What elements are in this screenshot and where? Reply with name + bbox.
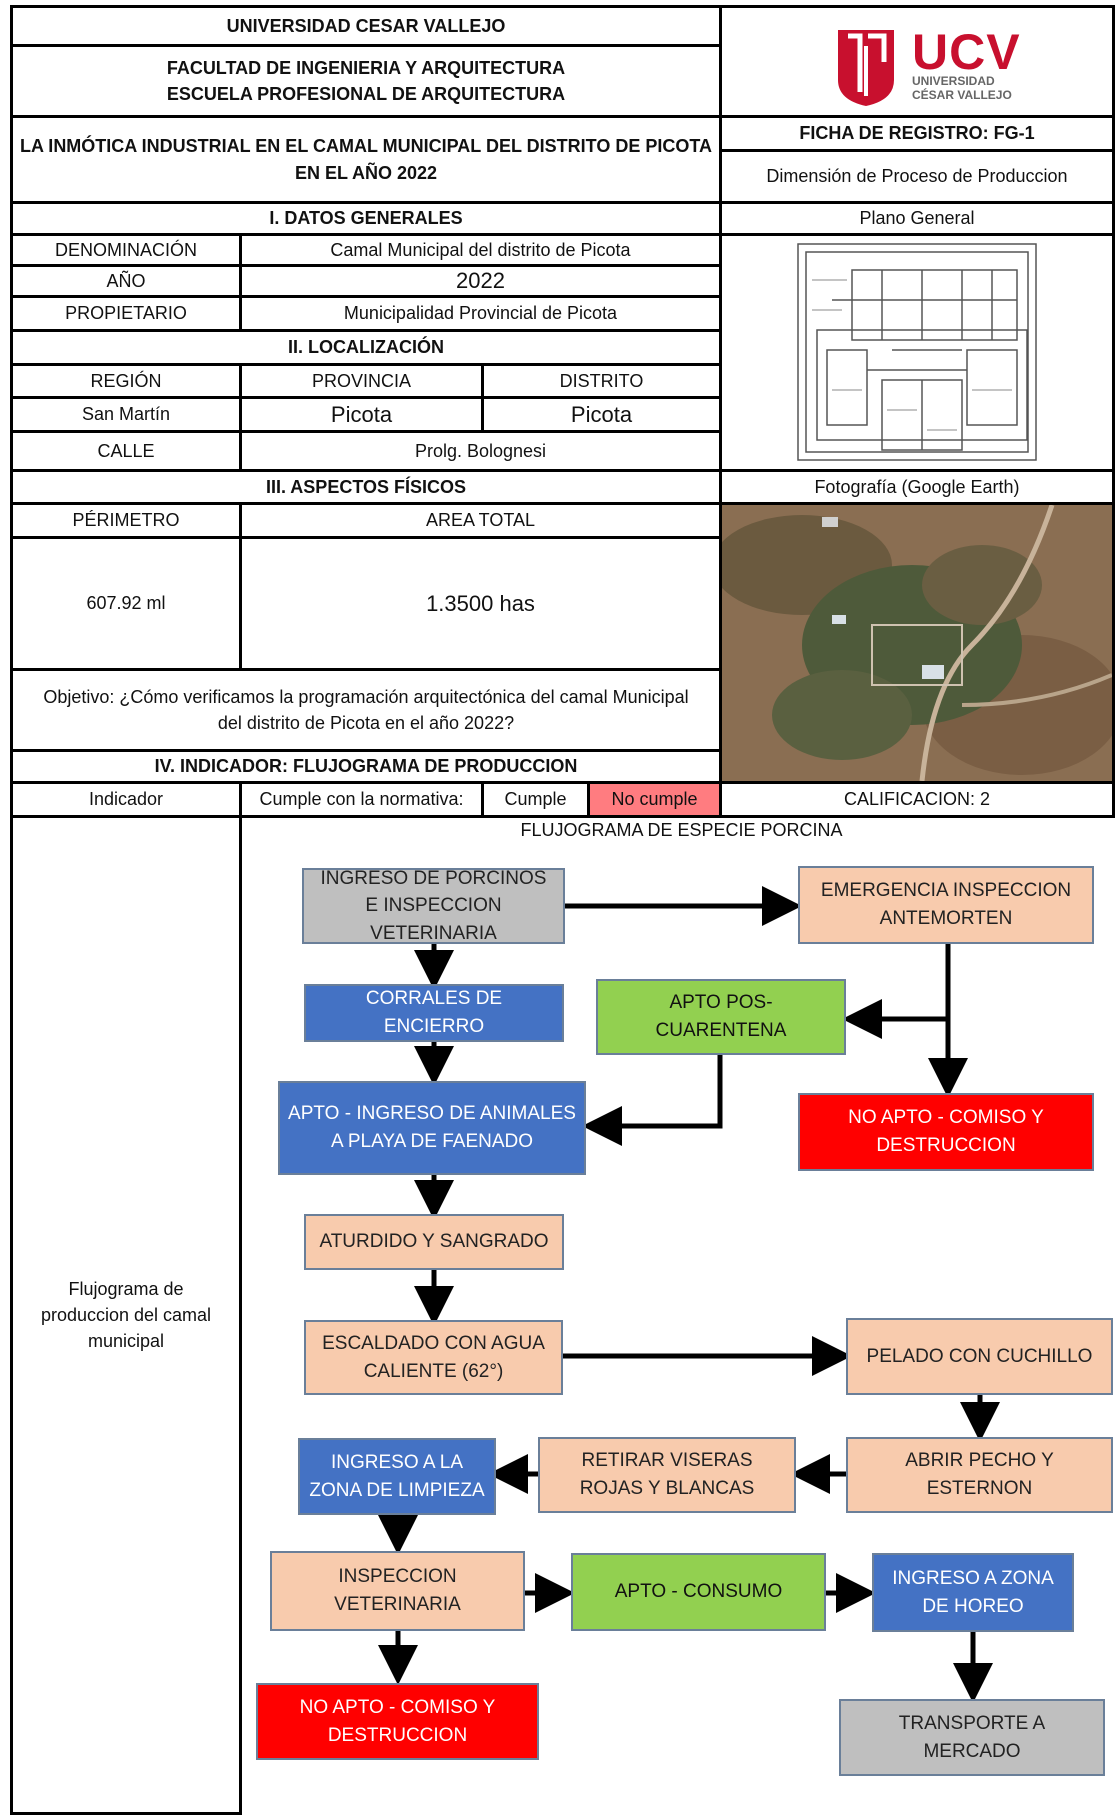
flow-escaldado: ESCALDADO CON AGUA CALIENTE (62°) — [304, 1320, 563, 1395]
flow-aturdido: ATURDIDO Y SANGRADO — [304, 1214, 564, 1270]
faculty-name: FACULTAD DE INGENIERIA Y ARQUITECTURA — [166, 57, 566, 78]
flow-apto-pos-cuarentena: APTO POS-CUARENTENA — [596, 979, 846, 1055]
flow-inspeccion-veterinaria: INSPECCION VETERINARIA — [270, 1551, 525, 1631]
flow-no-apto-2: NO APTO - COMISO Y DESTRUCCION — [256, 1683, 539, 1760]
floor-plan-image — [797, 243, 1037, 461]
indicator-label: Indicador — [10, 781, 242, 818]
flow-transporte: TRANSPORTE A MERCADO — [839, 1699, 1105, 1776]
form-code: FICHA DE REGISTRO: FG-1 — [719, 115, 1115, 152]
logo-sub2: CÉSAR VALLEJO — [912, 88, 1012, 102]
flow-retirar-viseras: RETIRAR VISERAS ROJAS Y BLANCAS — [538, 1437, 796, 1513]
university-name: UNIVERSIDAD CESAR VALLEJO — [10, 5, 722, 47]
flow-emergencia: EMERGENCIA INSPECCION ANTEMORTEN — [798, 866, 1094, 944]
flow-no-apto-1: NO APTO - COMISO Y DESTRUCCION — [798, 1093, 1094, 1171]
flow-abrir-pecho: ABRIR PECHO Y ESTERNON — [846, 1437, 1113, 1513]
photo-cell — [719, 502, 1115, 784]
flow-ingreso-limpieza: INGRESO A LA ZONA DE LIMPIEZA — [298, 1438, 496, 1515]
arrow-apto-pos-ingreso — [582, 1055, 723, 1146]
arrow-emergencia-apto-pos — [842, 944, 951, 1039]
flow-corrales: CORRALES DE ENCIERRO — [304, 984, 564, 1042]
indicator-left-cell: Flujograma de produccion del camal munic… — [10, 815, 242, 1815]
school-name: ESCUELA PROFESIONAL DE ARQUITECTURA — [166, 84, 566, 104]
thesis-title: LA INMÓTICA INDUSTRIAL EN EL CAMAL MUNIC… — [10, 115, 722, 204]
flow-ingreso-porcinos: INGRESO DE PORCINOS E INSPECCION VETERIN… — [302, 868, 565, 944]
perimetro-value: 607.92 ml — [10, 536, 242, 671]
ucv-logo — [838, 30, 894, 106]
dimension: Dimensión de Proceso de Produccion — [719, 149, 1115, 204]
calle-value: Prolg. Bolognesi — [239, 430, 722, 472]
satellite-photo — [722, 505, 1112, 781]
denominacion-label: DENOMINACIÓN — [10, 233, 242, 267]
section-indicator: IV. INDICADOR: FLUJOGRAMA DE PRODUCCION — [10, 749, 722, 784]
flow-apto-ingreso: APTO - INGRESO DE ANIMALES A PLAYA DE FA… — [278, 1081, 586, 1175]
logo-sub1: UNIVERSIDAD — [912, 74, 995, 88]
flow-title: FLUJOGRAMA DE ESPECIE PORCINA — [520, 820, 843, 840]
provincia-label: PROVINCIA — [239, 363, 484, 399]
objective: Objetivo: ¿Cómo verificamos la programac… — [10, 668, 722, 752]
logo-text: UCV — [912, 24, 1021, 80]
region-label: REGIÓN — [10, 363, 242, 399]
flow-pelado: PELADO CON CUCHILLO — [846, 1318, 1113, 1395]
area-value: 1.3500 has — [239, 536, 722, 671]
cumple-option[interactable]: Cumple — [481, 781, 590, 818]
flow-ingreso-oreo: INGRESO A ZONA DE HOREO — [872, 1553, 1074, 1632]
flow-apto-consumo: APTO - CONSUMO — [571, 1553, 826, 1631]
no-cumple-option[interactable]: No cumple — [587, 781, 722, 818]
